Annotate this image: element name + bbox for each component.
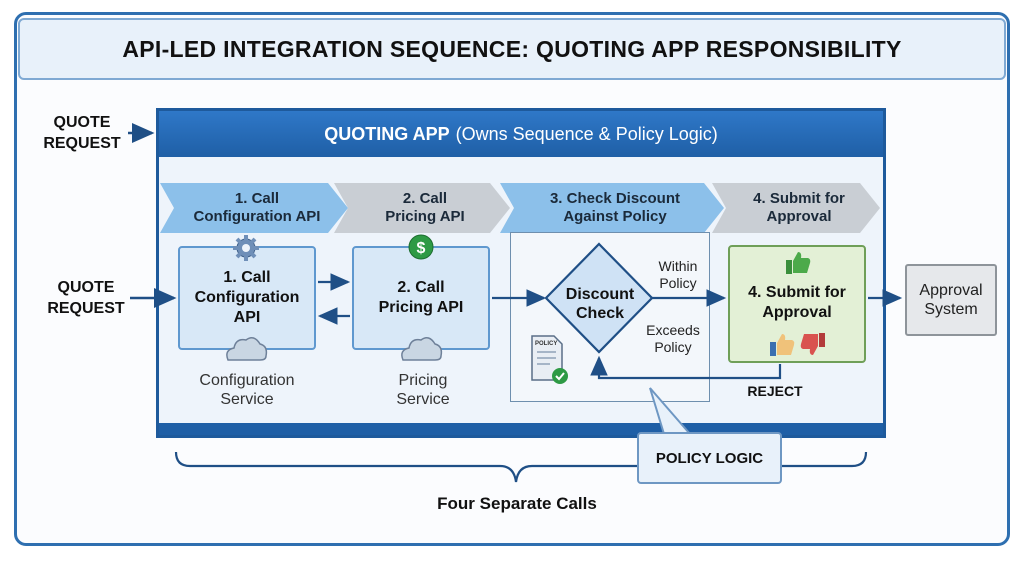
cloud-icon bbox=[226, 337, 268, 361]
reject-label: REJECT bbox=[747, 383, 803, 399]
discount-check-label: Discount Check bbox=[556, 285, 644, 323]
approval-system-line1: Approval bbox=[919, 282, 983, 299]
exceeds-policy-line2: Policy bbox=[654, 339, 692, 355]
quote-request-side-line1: QUOTE bbox=[57, 279, 115, 296]
submit-approval-card: 4. Submit for Approval bbox=[728, 245, 866, 363]
approval-system-box: Approval System bbox=[905, 264, 997, 336]
within-policy-label: Within Policy bbox=[648, 258, 708, 292]
four-calls-bracket bbox=[174, 451, 868, 483]
gear-icon bbox=[233, 235, 259, 261]
step-1-line2: Configuration API bbox=[193, 208, 321, 225]
pricing-service-line1: Pricing bbox=[398, 372, 448, 389]
quote-request-top-line1: QUOTE bbox=[53, 114, 111, 131]
four-separate-calls-label: Four Separate Calls bbox=[437, 494, 597, 513]
step-3-line2: Against Policy bbox=[563, 208, 667, 225]
config-service-line1: Configuration bbox=[199, 372, 295, 389]
discount-check-diamond bbox=[544, 242, 654, 354]
step-2-line2: Pricing API bbox=[385, 208, 465, 225]
pricing-card-line1: 2. Call bbox=[397, 279, 445, 296]
title-bar: API-LED INTEGRATION SEQUENCE: QUOTING AP… bbox=[18, 18, 1006, 80]
pricing-card-line2: Pricing API bbox=[378, 299, 464, 316]
svg-text:$: $ bbox=[417, 240, 426, 257]
discount-check-line2: Check bbox=[575, 305, 625, 322]
quote-request-side-label: QUOTE REQUEST bbox=[34, 277, 138, 319]
quoting-app-header: QUOTING APP (Owns Sequence & Policy Logi… bbox=[159, 111, 883, 157]
discount-check-line1: Discount bbox=[565, 286, 635, 303]
exceeds-policy-label: Exceeds Policy bbox=[640, 322, 706, 356]
thumbs-up-icon bbox=[770, 334, 795, 356]
approval-system-line2: System bbox=[924, 301, 978, 318]
within-policy-line2: Policy bbox=[659, 275, 697, 291]
thumbs-up-icon bbox=[786, 252, 811, 274]
document-check-icon bbox=[531, 335, 568, 384]
submit-card-line1: 4. Submit for bbox=[748, 284, 846, 301]
cloud-icon bbox=[401, 337, 443, 361]
step-2-line1: 2. Call bbox=[402, 190, 448, 207]
quote-request-top-label: QUOTE REQUEST bbox=[34, 112, 130, 154]
policy-doc-label: POLICY bbox=[535, 341, 558, 347]
within-policy-line1: Within bbox=[658, 258, 698, 274]
quote-request-top-line2: REQUEST bbox=[43, 135, 121, 152]
policy-logic-label: POLICY LOGIC bbox=[655, 449, 764, 467]
config-card-line3: API bbox=[233, 309, 261, 326]
quoting-app-subtitle: (Owns Sequence & Policy Logic) bbox=[455, 123, 718, 144]
diagram-title: API-LED INTEGRATION SEQUENCE: QUOTING AP… bbox=[122, 35, 902, 62]
policy-logic-pointer bbox=[649, 387, 693, 435]
reject-loop-arrow bbox=[590, 355, 782, 380]
config-card-line1: 1. Call bbox=[223, 269, 271, 286]
policy-logic-callout: POLICY LOGIC bbox=[637, 432, 782, 484]
pricing-service-label: Pricing Service bbox=[350, 371, 496, 409]
exceeds-policy-line1: Exceeds bbox=[646, 322, 700, 338]
config-card-line2: Configuration bbox=[194, 289, 300, 306]
quote-request-side-line2: REQUEST bbox=[47, 300, 125, 317]
submit-card-line2: Approval bbox=[762, 304, 832, 321]
step-1-line1: 1. Call bbox=[234, 190, 280, 207]
thumbs-down-icon bbox=[800, 333, 825, 355]
step-4-line1: 4. Submit for bbox=[753, 190, 845, 207]
configuration-service-label: Configuration Service bbox=[172, 371, 322, 409]
step-3-line1: 3. Check Discount bbox=[549, 190, 681, 207]
dollar-icon: $ bbox=[408, 234, 434, 260]
quoting-app-name: QUOTING APP bbox=[324, 123, 450, 144]
step-4-line2: Approval bbox=[766, 208, 832, 225]
pricing-service-line2: Service bbox=[396, 391, 450, 408]
config-service-line2: Service bbox=[220, 391, 274, 408]
